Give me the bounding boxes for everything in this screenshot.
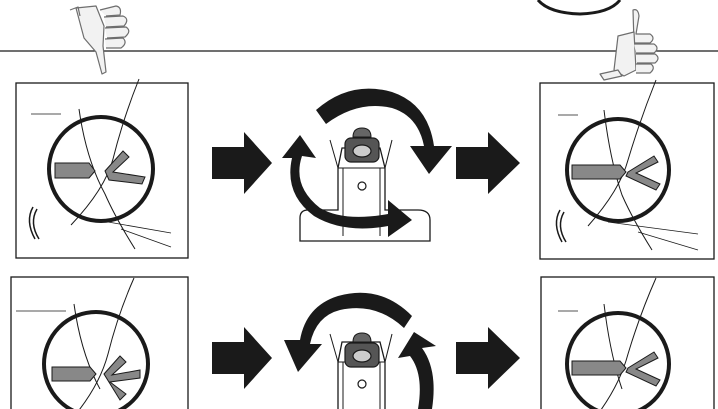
speech-bubble bbox=[536, 0, 622, 16]
counterclockwise-rotate-icon bbox=[284, 292, 436, 409]
clockwise-rotate-icon bbox=[282, 88, 452, 237]
aligned-pointer-detail bbox=[555, 79, 699, 251]
right-arrow-icon bbox=[212, 327, 272, 389]
before-panel-bottom bbox=[10, 276, 189, 409]
adjustment-knob-icon bbox=[344, 127, 380, 163]
misaligned-pointer-detail bbox=[16, 277, 150, 409]
right-arrow-icon bbox=[456, 327, 520, 389]
adjustment-knob-icon bbox=[344, 332, 380, 368]
aligned-pointer-detail bbox=[558, 277, 671, 409]
misaligned-pointer-detail bbox=[28, 78, 172, 250]
after-panel-bottom bbox=[540, 276, 715, 409]
right-arrow-icon bbox=[456, 132, 520, 194]
thumbs-down-icon bbox=[69, 5, 130, 75]
thumbs-up-icon bbox=[599, 9, 659, 81]
adjustment-mechanism bbox=[329, 332, 393, 409]
before-panel-top bbox=[15, 82, 189, 259]
right-arrow-icon bbox=[212, 132, 272, 194]
